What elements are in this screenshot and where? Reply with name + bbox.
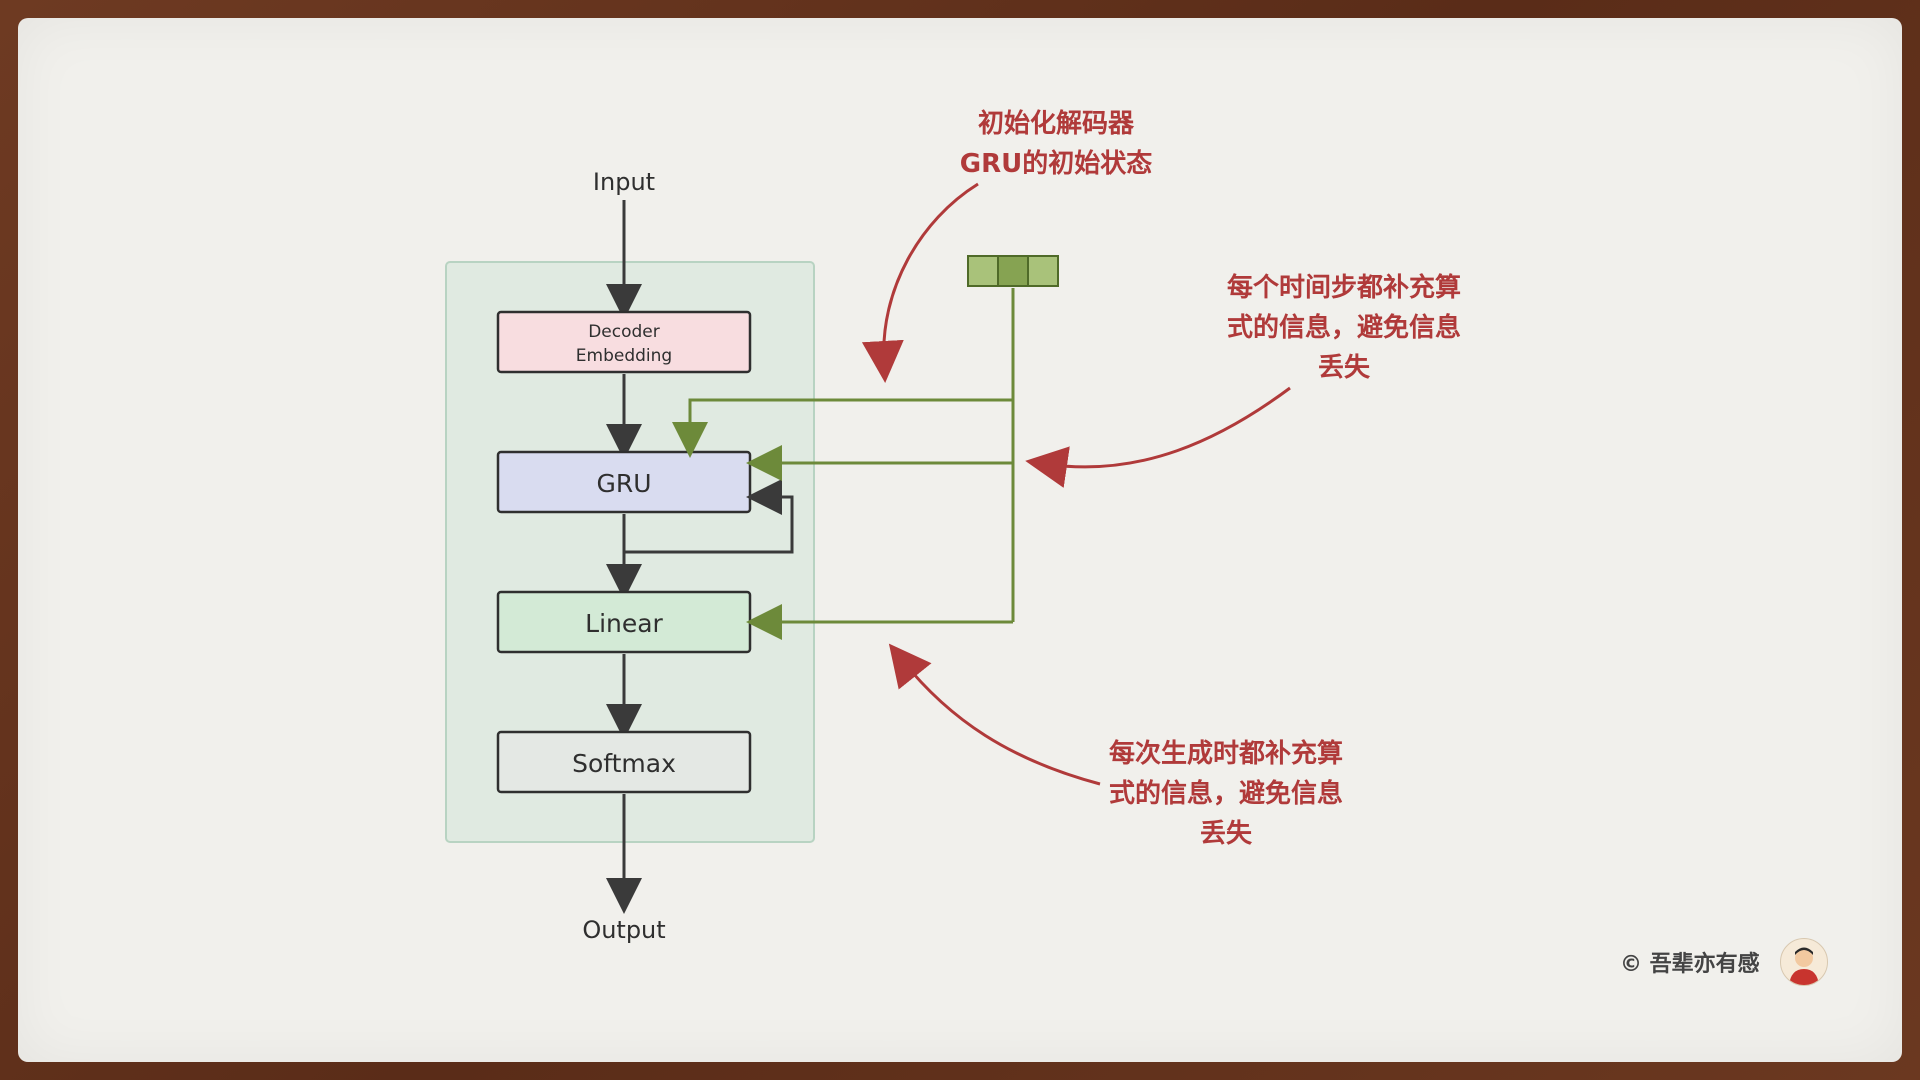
annotation-top-line1: 初始化解码器: [978, 109, 1135, 139]
gru-label: GRU: [596, 469, 651, 498]
annotation-right-line3: 丢失: [1318, 353, 1371, 383]
annotation-bottom-line3: 丢失: [1200, 819, 1253, 849]
paper-canvas: [18, 18, 1902, 1062]
softmax-label: Softmax: [572, 749, 676, 778]
avatar-icon: [1789, 947, 1819, 985]
copyright-text: © 吾辈亦有感: [1620, 952, 1760, 977]
author-avatar: [1780, 938, 1828, 986]
annotation-right-arrow: [1025, 386, 1291, 488]
annotation-top-arrow: [861, 182, 979, 383]
decoder-embedding-block: [496, 310, 752, 374]
input-label: Input: [593, 168, 655, 196]
annotation-top-line2: GRU的初始状态: [960, 148, 1152, 179]
output-label: Output: [582, 916, 665, 944]
linear-label: Linear: [585, 609, 663, 638]
embedding-label-line1: Decoder: [588, 322, 660, 342]
context-to-gru-hidden-arrow: [672, 398, 1013, 458]
annotation-right-line1: 每个时间步都补充算: [1227, 272, 1461, 303]
annotation-bottom-arrow: [888, 643, 1101, 786]
annotation-right-line2: 式的信息，避免信息: [1227, 312, 1461, 343]
annotation-bottom-line2: 式的信息，避免信息: [1109, 778, 1343, 809]
embedding-label-line2: Embedding: [576, 346, 672, 366]
context-vector: [967, 255, 1059, 287]
annotation-bottom-line1: 每次生成时都补充算: [1109, 738, 1343, 769]
softmax-block: [496, 730, 752, 794]
